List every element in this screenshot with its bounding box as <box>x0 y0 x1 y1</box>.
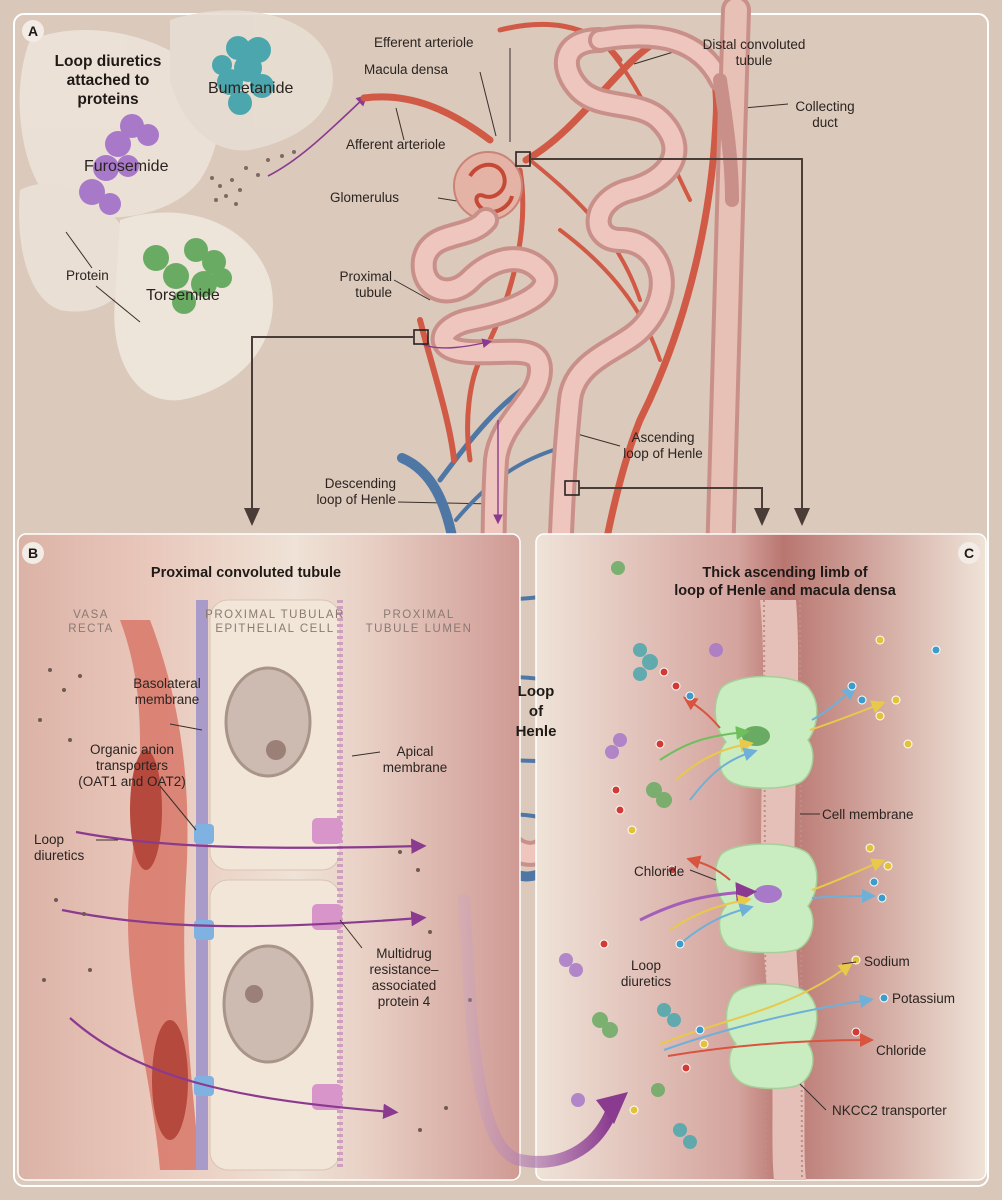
mrp4-line: associated <box>371 978 437 993</box>
panel-a-title: Loop diuretics attached to proteins <box>48 52 168 109</box>
drug-molecules-c <box>559 561 723 1149</box>
loop-of-henle-label: Loop of Henle <box>508 682 564 742</box>
nkcc2-label: NKCC2 transporter <box>832 1103 947 1118</box>
region-line: TUBULE LUMEN <box>365 623 473 635</box>
region-line: PROXIMAL <box>383 609 455 621</box>
sodium-label: Sodium <box>864 954 910 969</box>
oat-line: Organic anion <box>89 742 175 757</box>
panel-b <box>17 533 521 1181</box>
panel-c-title-line: Thick ascending limb of <box>702 565 868 581</box>
collecting-duct-line: duct <box>812 115 838 130</box>
oat-label: Organic anion transporters (OAT1 and OAT… <box>72 742 192 790</box>
oat-line: (OAT1 and OAT2) <box>78 774 186 789</box>
loop-diuretics-b-label: Loop diuretics <box>34 832 84 864</box>
panel-b-letter: B <box>22 542 44 564</box>
panel-c-title: Thick ascending limb of loop of Henle an… <box>650 564 920 600</box>
loop-diuretics-line: Loop <box>34 832 65 847</box>
torsemide-label: Torsemide <box>146 287 220 304</box>
proximal-tubule-line: Proximal <box>339 269 392 284</box>
furosemide-label: Furosemide <box>84 158 169 175</box>
ions <box>599 635 941 1115</box>
basolateral-membrane-label: Basolateral membrane <box>124 676 210 708</box>
region-line: PROXIMAL TUBULAR <box>205 609 345 621</box>
mrp4-line: Multidrug <box>376 946 432 961</box>
bumetanide-label: Bumetanide <box>208 80 294 97</box>
connector-arrows <box>244 158 810 526</box>
loop-diuretics-line: Loop <box>630 958 662 973</box>
mrp4-line: protein 4 <box>377 994 431 1009</box>
basolateral-line: Basolateral <box>133 676 201 691</box>
drug-molecules-a <box>79 36 368 314</box>
chloride-label: Chloride <box>876 1043 927 1058</box>
cell-membrane-label: Cell membrane <box>822 807 914 822</box>
glomerulus-label: Glomerulus <box>330 190 400 205</box>
apical-membrane-label: Apical membrane <box>380 744 450 776</box>
loop-line: Henle <box>515 723 557 740</box>
protein-label: Protein <box>66 268 109 283</box>
proximal-tubule-label: Proximal tubule <box>322 269 392 301</box>
descending-loop-line: loop of Henle <box>316 492 396 507</box>
afferent-arteriole-label: Afferent arteriole <box>346 137 446 152</box>
loop-diuretics-line: diuretics <box>34 848 85 863</box>
mrp4-label: Multidrug resistance– associated protein… <box>356 946 452 1010</box>
proximal-tubule-line: tubule <box>355 285 392 300</box>
loop-line: Loop <box>517 683 555 700</box>
panel-a-title-line: Loop diuretics <box>54 53 162 70</box>
ascending-loop-line: Ascending <box>631 430 695 445</box>
chloride-left-label: Chloride <box>634 864 685 879</box>
ascending-loop-label: Ascending loop of Henle <box>620 430 706 462</box>
epithelial-cell-label: PROXIMAL TUBULAR EPITHELIAL CELL <box>190 608 360 636</box>
descending-loop-label: Descending loop of Henle <box>298 476 396 508</box>
panel-a-title-line: attached to <box>66 72 150 89</box>
panel-b-title: Proximal convoluted tubule <box>150 565 342 581</box>
mrp4-line: resistance– <box>369 962 439 977</box>
descending-loop-line: Descending <box>324 476 396 491</box>
apical-line: Apical <box>396 744 434 759</box>
drug-transfer-arrow <box>458 894 618 1168</box>
distal-convoluted-tubule-label: Distal convoluted tubule <box>688 37 820 69</box>
ascending-loop-line: loop of Henle <box>623 446 703 461</box>
vasa-recta-label: VASA RECTA <box>56 608 126 636</box>
distal-tubule-line: Distal convoluted <box>702 37 806 52</box>
panel-a-title-line: proteins <box>77 91 139 108</box>
leader-lines-b <box>96 723 381 949</box>
potassium-label: Potassium <box>892 991 956 1006</box>
apical-line: membrane <box>382 760 448 775</box>
collecting-duct-line: Collecting <box>795 99 855 114</box>
distal-tubule-line: tubule <box>735 53 773 68</box>
panel-c <box>535 533 987 1181</box>
region-line: RECTA <box>68 623 114 635</box>
macula-densa-label: Macula densa <box>364 62 449 77</box>
loop-diuretics-line: diuretics <box>620 974 672 989</box>
panel-c-title-line: loop of Henle and macula densa <box>674 583 896 599</box>
efferent-arteriole-label: Efferent arteriole <box>374 35 474 50</box>
loop-diuretics-c-label: Loop diuretics <box>614 958 678 990</box>
lumen-label: PROXIMAL TUBULE LUMEN <box>364 608 474 636</box>
basolateral-line: membrane <box>134 692 200 707</box>
panel-c-letter: C <box>958 542 980 564</box>
collecting-duct-label: Collecting duct <box>788 99 862 131</box>
region-line: VASA <box>73 609 109 621</box>
panel-a-letter: A <box>22 20 44 42</box>
oat-line: transporters <box>95 758 169 773</box>
region-line: EPITHELIAL CELL <box>215 623 335 635</box>
loop-line: of <box>528 703 544 720</box>
